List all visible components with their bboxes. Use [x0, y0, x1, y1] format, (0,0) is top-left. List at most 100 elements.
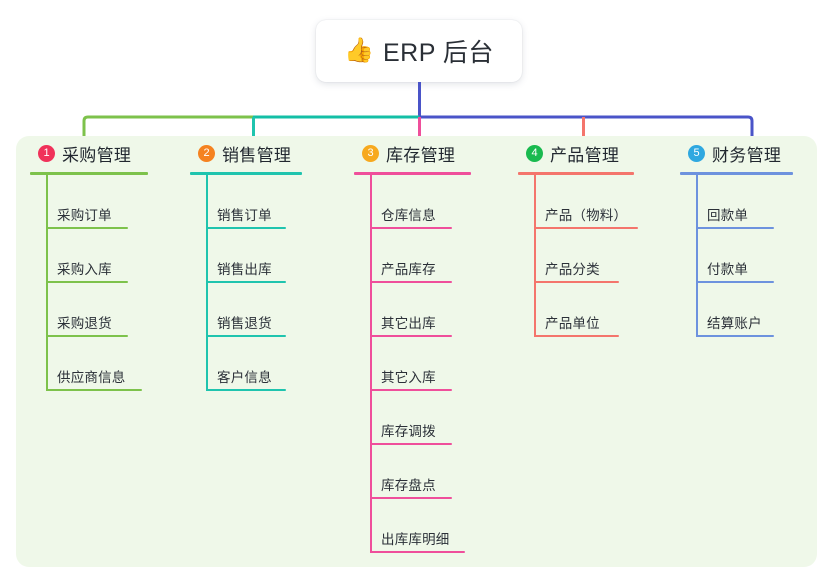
menu-item-label: 结算账户: [707, 316, 762, 332]
menu-item-rule: [370, 335, 452, 337]
column-rule-2: [190, 172, 302, 175]
column-3: 3 库存管理仓库信息产品库存其它出库其它入库库存调拨库存盘点出库库明细: [344, 136, 510, 553]
menu-item[interactable]: 产品（物料）: [534, 175, 674, 229]
column-title-2: 销售管理: [222, 145, 292, 165]
root-title: ERP 后台: [382, 39, 494, 67]
menu-item-label: 销售订单: [217, 208, 272, 224]
menu-item-rule: [534, 335, 619, 337]
column-header-2[interactable]: 2 销售管理: [196, 136, 344, 170]
column-1: 1 采购管理采购订单采购入库采购退货供应商信息: [16, 136, 180, 391]
menu-item-rule: [370, 227, 452, 229]
menu-item-rule: [534, 281, 619, 283]
menu-item-rule: [534, 227, 638, 229]
menu-item[interactable]: 采购入库: [46, 229, 180, 283]
column-header-4[interactable]: 4 产品管理: [524, 136, 674, 170]
column-rule-4: [518, 172, 634, 175]
menu-item[interactable]: 结算账户: [696, 283, 817, 337]
menu-item[interactable]: 库存调拨: [370, 391, 510, 445]
menu-item-rule: [206, 389, 286, 391]
columns-container: 1 采购管理采购订单采购入库采购退货供应商信息 2 销售管理销售订单销售出库销售退货客…: [16, 136, 817, 567]
column-badge-5: 5: [688, 144, 705, 162]
menu-item-rule: [206, 227, 286, 229]
menu-item-rule: [46, 227, 128, 229]
column-title-1: 采购管理: [62, 145, 132, 165]
menu-item-rule: [370, 497, 452, 499]
menu-item-rule: [696, 281, 774, 283]
menu-item[interactable]: 采购退货: [46, 283, 180, 337]
menu-item-rule: [46, 281, 128, 283]
column-header-3[interactable]: 3 库存管理: [360, 136, 510, 170]
column-header-1[interactable]: 1 采购管理: [36, 136, 180, 170]
menu-item-rule: [696, 227, 774, 229]
menu-item-label: 库存调拨: [381, 424, 436, 440]
menu-item-label: 回款单: [707, 208, 749, 224]
column-header-5[interactable]: 5 财务管理: [686, 136, 817, 170]
menu-item[interactable]: 销售退货: [206, 283, 344, 337]
menu-item[interactable]: 客户信息: [206, 337, 344, 391]
column-badge-1: 1: [38, 144, 55, 162]
column-2: 2 销售管理销售订单销售出库销售退货客户信息: [180, 136, 344, 391]
column-items-5: 回款单付款单结算账户: [686, 175, 817, 337]
menu-item[interactable]: 销售订单: [206, 175, 344, 229]
menu-item-label: 销售出库: [217, 262, 272, 278]
column-spine-5: [696, 175, 698, 337]
menu-item-label: 采购退货: [57, 316, 112, 332]
column-badge-2: 2: [198, 144, 215, 162]
menu-item-label: 产品分类: [545, 262, 600, 278]
menu-item-label: 付款单: [707, 262, 749, 278]
root-node[interactable]: 👍 ERP 后台: [316, 20, 522, 82]
menu-item-rule: [370, 389, 452, 391]
menu-item-label: 产品库存: [381, 262, 436, 278]
menu-item[interactable]: 其它入库: [370, 337, 510, 391]
column-items-4: 产品（物料） 产品分类产品单位: [524, 175, 674, 337]
menu-item-label: 库存盘点: [381, 478, 436, 494]
column-items-1: 采购订单采购入库采购退货供应商信息: [36, 175, 180, 391]
thumbs-up-icon: 👍: [344, 37, 374, 64]
column-rule-3: [354, 172, 471, 175]
menu-item[interactable]: 出库库明细: [370, 499, 510, 553]
menu-item-label: 客户信息: [217, 370, 272, 386]
menu-item-rule: [46, 335, 128, 337]
column-badge-4: 4: [526, 144, 543, 162]
menu-item[interactable]: 产品库存: [370, 229, 510, 283]
menu-item-label: 采购入库: [57, 262, 112, 278]
menu-item-rule: [370, 443, 452, 445]
menu-item-rule: [370, 281, 452, 283]
menu-item-rule: [370, 551, 465, 553]
column-spine-4: [534, 175, 536, 337]
menu-item-label: 供应商信息: [57, 370, 126, 386]
menu-item[interactable]: 销售出库: [206, 229, 344, 283]
diagram-panel: [16, 136, 817, 567]
menu-item-label: 产品单位: [545, 316, 600, 332]
menu-item[interactable]: 供应商信息: [46, 337, 180, 391]
menu-item[interactable]: 产品单位: [534, 283, 674, 337]
column-spine-3: [370, 175, 372, 553]
column-rule-1: [30, 172, 148, 175]
menu-item-rule: [696, 335, 774, 337]
menu-item-rule: [206, 281, 286, 283]
menu-item[interactable]: 回款单: [696, 175, 817, 229]
menu-item-rule: [206, 335, 286, 337]
menu-item-rule: [46, 389, 142, 391]
menu-item[interactable]: 付款单: [696, 229, 817, 283]
column-rule-5: [680, 172, 793, 175]
column-spine-2: [206, 175, 208, 391]
menu-item[interactable]: 采购订单: [46, 175, 180, 229]
column-5: 5 财务管理回款单付款单结算账户: [674, 136, 817, 337]
menu-item-label: 仓库信息: [381, 208, 436, 224]
menu-item-label: 出库库明细: [381, 532, 450, 548]
menu-item[interactable]: 库存盘点: [370, 445, 510, 499]
column-title-5: 财务管理: [712, 145, 782, 165]
column-spine-1: [46, 175, 48, 391]
menu-item-label: 其它出库: [381, 316, 436, 332]
menu-item-label: 销售退货: [217, 316, 272, 332]
menu-item[interactable]: 其它出库: [370, 283, 510, 337]
menu-item[interactable]: 产品分类: [534, 229, 674, 283]
column-title-3: 库存管理: [386, 145, 456, 165]
menu-item[interactable]: 仓库信息: [370, 175, 510, 229]
column-title-4: 产品管理: [550, 145, 620, 165]
column-badge-3: 3: [362, 144, 379, 162]
menu-item-label: 其它入库: [381, 370, 436, 386]
column-4: 4 产品管理产品（物料） 产品分类产品单位: [510, 136, 674, 337]
menu-item-label: 采购订单: [57, 208, 112, 224]
